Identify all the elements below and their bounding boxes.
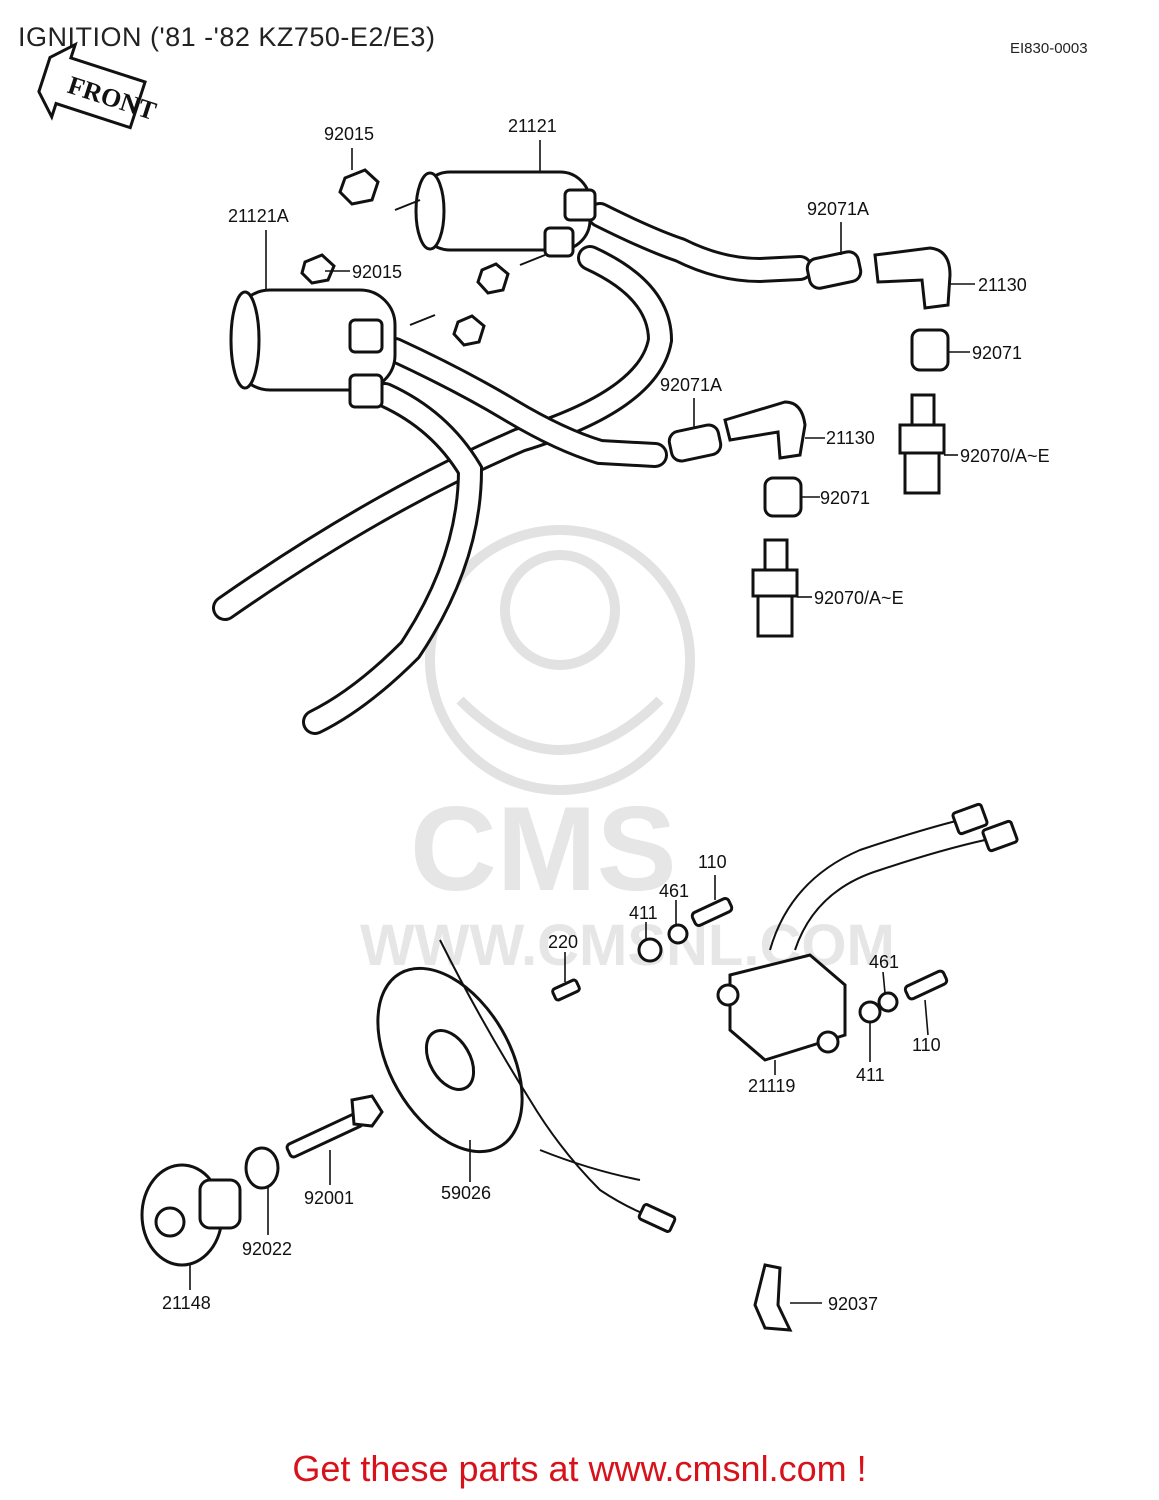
label-411-right: 411 [856,1065,885,1085]
washer-411-left [637,937,663,963]
ic-igniter-21119 [716,802,1019,1062]
label-92071-upper: 92071 [972,343,1022,363]
nut-92015-a [338,168,380,206]
label-92015-a: 92015 [324,124,374,144]
clamp-92037 [753,1263,793,1332]
cap-92071-upper [910,328,950,372]
ignition-coil-21121a [229,288,397,409]
screw-110-right [903,969,949,1001]
part-labels: 92015 21121 21121A 92015 92071A 21130 92… [162,116,1050,1314]
washer-411-right [858,1000,882,1024]
label-92037: 92037 [828,1294,878,1314]
label-110-left: 110 [698,852,727,872]
leader-lines [189,140,975,1304]
label-92015-b: 92015 [352,262,402,282]
bolt-92001 [285,1094,384,1159]
cap-92071-lower [763,476,803,518]
label-92071-lower: 92071 [820,488,870,508]
screw-110-left [690,897,734,927]
plug-cap-21130-lower [723,400,807,460]
label-59026: 59026 [441,1183,491,1203]
label-21148: 21148 [162,1293,211,1313]
label-411-left: 411 [629,903,658,923]
ht-cables [212,202,813,735]
label-92070-lower: 92070/A~E [814,588,904,608]
nut-coil-a [476,262,510,295]
nut-coil-b [452,314,486,347]
label-92001: 92001 [304,1188,354,1208]
front-arrow: FRONT [37,41,160,130]
label-21121a: 21121A [228,206,289,226]
cap-seal-92071a-lower [667,423,723,463]
label-220: 220 [548,932,578,952]
exploded-parts-diagram: CMS WWW.CMSNL.COM FRONT [37,41,1050,1332]
watermark-brand: CMS [410,782,677,916]
label-461-right: 461 [869,952,899,972]
label-110-right: 110 [912,1035,941,1055]
diagram-title: IGNITION ('81 -'82 KZ750-E2/E3) [18,22,436,52]
label-92071a-lower: 92071A [660,375,722,395]
label-21119: 21119 [748,1076,795,1096]
pickup-plate-59026 [376,939,677,1233]
plug-cap-21130-upper [873,246,952,310]
advancer-21148 [140,1163,242,1267]
spark-plug-lower [751,538,799,638]
footer-link-text[interactable]: Get these parts at www.cmsnl.com ! [292,1448,867,1489]
spark-plug-upper [898,393,946,495]
lockwasher-461-right [877,991,899,1013]
cap-seal-92071a-upper [805,250,863,290]
screw-220 [551,978,581,1002]
lockwasher-461-left [667,923,689,945]
diagram-code: EI830-0003 [1010,40,1088,57]
watermark: CMS WWW.CMSNL.COM [360,525,895,978]
label-92071a-upper: 92071A [807,199,869,219]
label-21121: 21121 [508,116,557,136]
ignition-coil-21121 [414,170,597,258]
label-92022: 92022 [242,1239,292,1259]
label-21130-upper: 21130 [978,275,1027,295]
label-92070-upper: 92070/A~E [960,446,1050,466]
label-461-left: 461 [659,881,689,901]
washer-92022 [244,1146,280,1190]
nut-92015-b [300,253,336,285]
label-21130-lower: 21130 [826,428,875,448]
